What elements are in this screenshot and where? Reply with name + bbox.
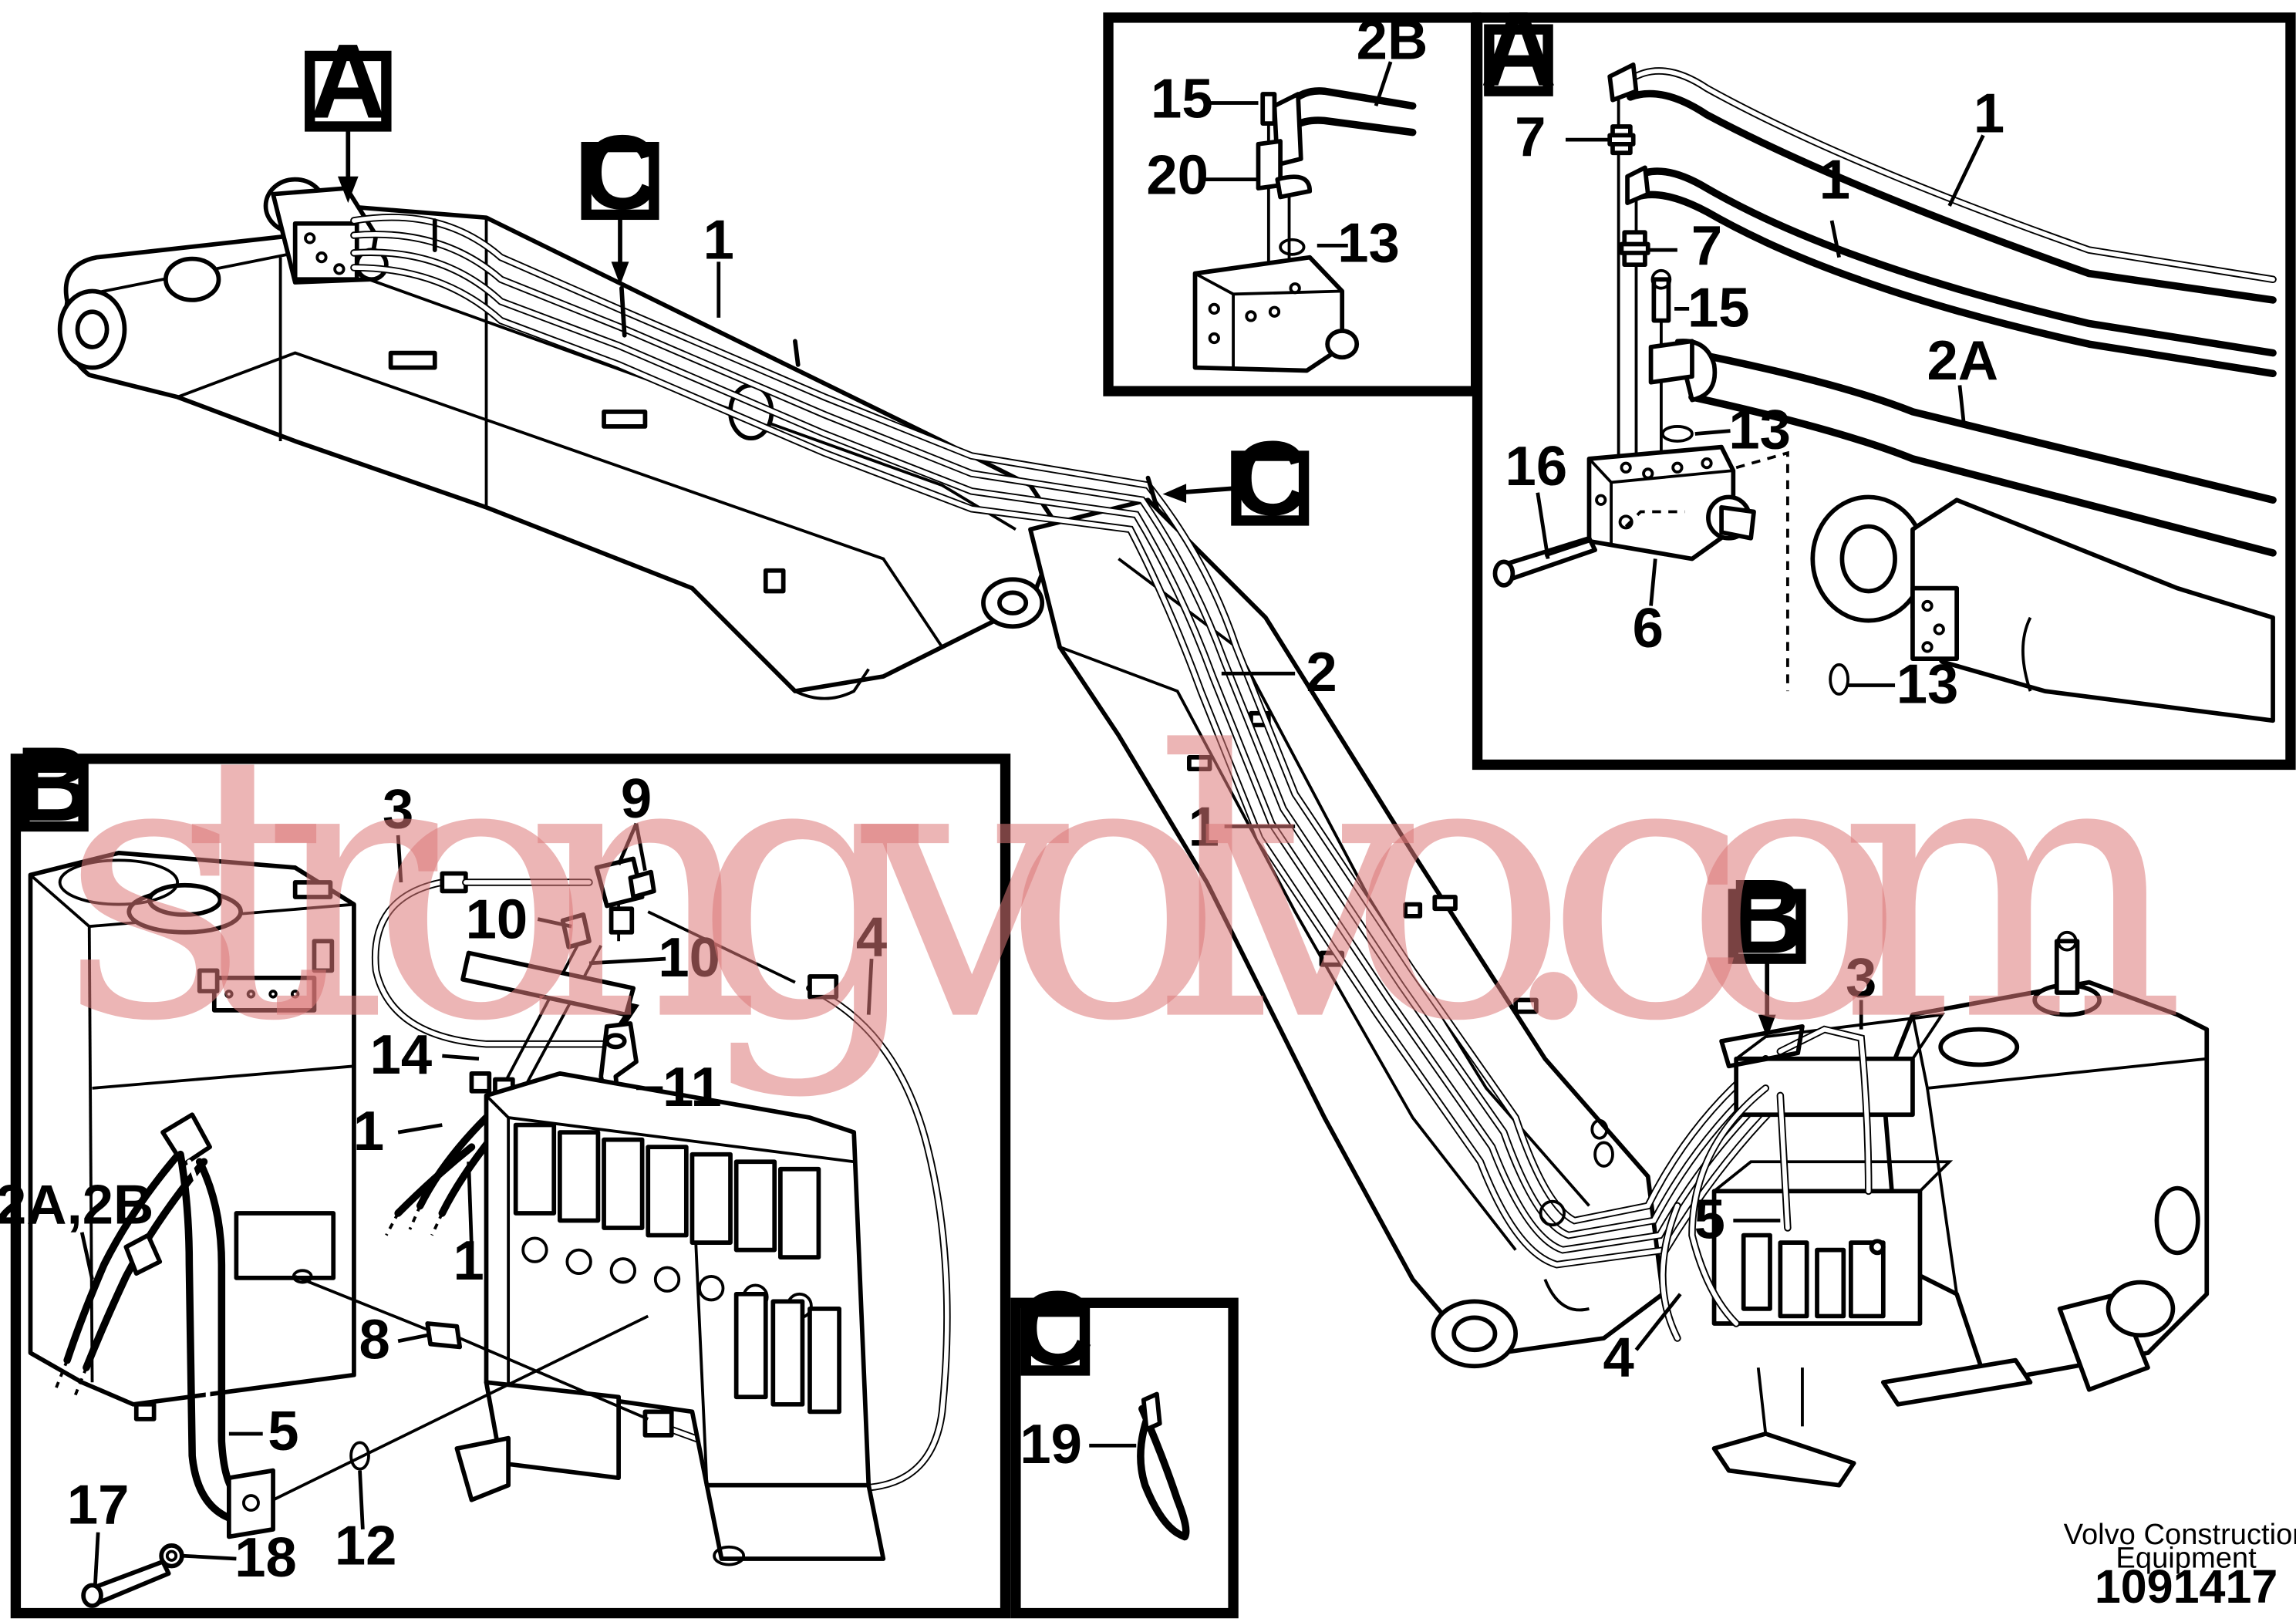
label-b-17: 17	[67, 1473, 130, 1536]
label-b-10-right: 10	[658, 926, 720, 989]
callout-c-main-2-label: C	[1232, 420, 1308, 538]
label-a-7-lower: 7	[1691, 214, 1722, 277]
detail-a-panel: A	[1472, 0, 2296, 771]
boom-assembly	[57, 177, 1792, 1369]
label-b-2a2b: 2A,2B	[0, 1173, 153, 1236]
detail-2b-panel: 2B 15 20 13	[1103, 8, 1482, 396]
detail-c-panel: C 19	[1010, 1270, 1239, 1619]
label-a-13-lower: 13	[1896, 653, 1959, 715]
label-b-12: 12	[335, 1515, 397, 1577]
label-2b-15: 15	[1151, 68, 1213, 130]
label-c-19: 19	[1020, 1413, 1082, 1475]
label-main-1-top: 1	[703, 209, 734, 271]
label-a-6: 6	[1633, 597, 1664, 659]
label-a-2a: 2A	[1927, 329, 1998, 392]
label-b-3: 3	[383, 777, 413, 840]
label-2b-13: 13	[1337, 211, 1400, 274]
footer-maker-line2: Equipment	[2116, 1541, 2257, 1574]
label-b-4: 4	[856, 905, 887, 968]
label-a-1-lower: 1	[1819, 148, 1850, 211]
callout-b-detail-label: B	[15, 726, 92, 844]
label-b-14: 14	[370, 1023, 433, 1086]
callout-a-main-label: A	[310, 23, 386, 141]
label-a-1-upper: 1	[1974, 83, 2004, 145]
label-main-5: 5	[1694, 1188, 1725, 1250]
detail-b-panel: B	[0, 726, 1011, 1619]
callout-box-c-main-1: C	[581, 114, 659, 285]
callout-box-c-main-2: C	[1162, 420, 1310, 538]
label-a-7-upper: 7	[1515, 106, 1546, 168]
label-b-5: 5	[268, 1400, 298, 1462]
label-a-15: 15	[1687, 276, 1750, 339]
callout-c-detail-label: C	[1017, 1270, 1094, 1388]
footer-maker-line1: Volvo Construction	[2064, 1518, 2296, 1551]
label-b-10-left: 10	[466, 888, 528, 950]
watermark-text: strongvolvo.com	[60, 675, 2237, 1102]
label-2b-20: 20	[1146, 144, 1209, 207]
label-b-1-lower: 1	[453, 1229, 484, 1292]
label-main-2: 2	[1306, 641, 1337, 703]
footer-part-number: 1091417	[2095, 1560, 2277, 1613]
label-b-8: 8	[359, 1309, 389, 1371]
label-a-13-upper: 13	[1728, 399, 1791, 461]
callout-b-main-label: B	[1729, 858, 1805, 976]
label-main-4: 4	[1603, 1327, 1633, 1389]
label-b-11: 11	[663, 1056, 722, 1118]
label-b-1-upper: 1	[353, 1100, 384, 1162]
control-valve-assembly-main	[1659, 930, 2210, 1488]
label-main-1-mid: 1	[1188, 795, 1219, 858]
footer: Volvo Construction Equipment 1091417	[2064, 1518, 2296, 1613]
callout-a-detail-label: A	[1480, 0, 1556, 109]
label-a-16: 16	[1505, 435, 1568, 497]
callout-box-a-main: A	[305, 23, 392, 204]
label-main-3: 3	[1846, 947, 1876, 1010]
label-2b-2b: 2B	[1357, 8, 1428, 71]
callout-c-main-1-label: C	[582, 114, 658, 232]
main-labels: 1 2 1 3 5 4	[703, 209, 1877, 1389]
callout-box-b-main: B	[1728, 858, 1806, 1039]
label-b-9: 9	[621, 767, 652, 830]
label-b-18: 18	[234, 1526, 297, 1589]
